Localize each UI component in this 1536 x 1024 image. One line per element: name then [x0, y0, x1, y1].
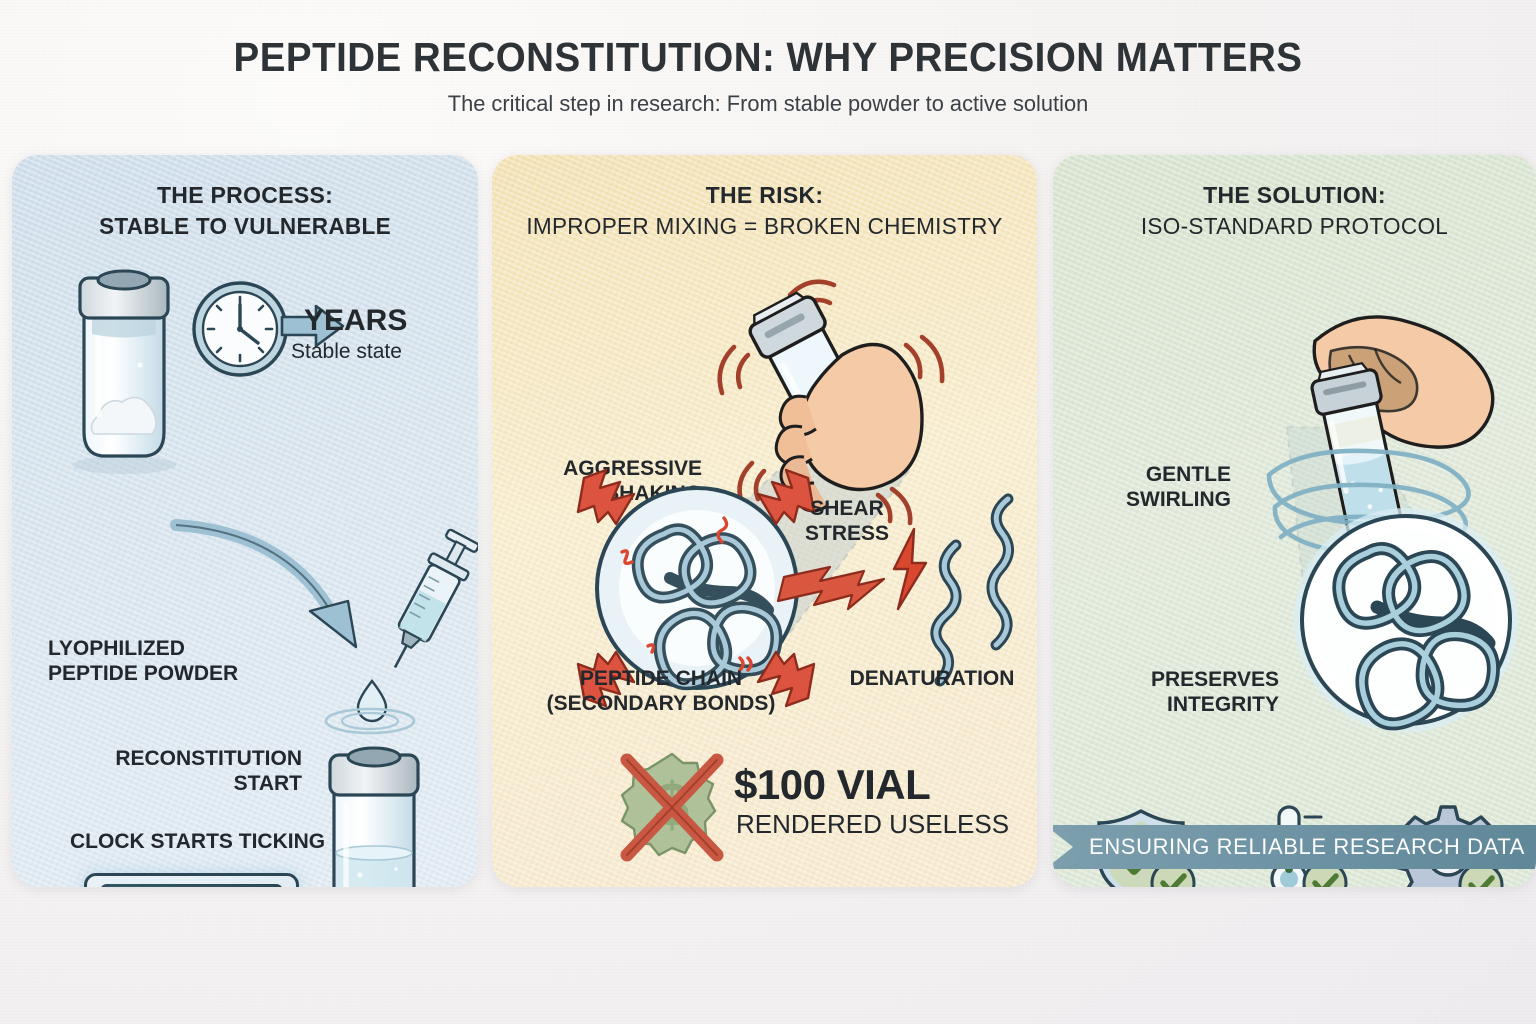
- syringe-icon: [393, 528, 478, 669]
- page-title: PEPTIDE RECONSTITUTION: WHY PRECISION MA…: [233, 34, 1303, 80]
- panel-solution-heading: THE SOLUTION: ISO-STANDARD PROTOCOL: [1053, 182, 1536, 240]
- peptide-chain-line2: (SECONDARY BONDS): [546, 691, 776, 715]
- panel-risk-heading-line2: IMPROPER MIXING = BROKEN CHEMISTRY: [526, 213, 1003, 239]
- panel-process-heading-line1: THE PROCESS:: [156, 182, 334, 208]
- shear-stress-label: SHEAR STRESS: [782, 497, 912, 547]
- reconstituted-vial-icon: [328, 746, 420, 887]
- preserves-integrity-line1: PRESERVES: [1151, 668, 1279, 691]
- solution-banner-text: ENSURING RELIABLE RESEARCH DATA: [1089, 834, 1525, 859]
- powder-label-line2: PEPTIDE POWDER: [48, 661, 239, 685]
- intact-peptide-knot-icon: [1294, 508, 1518, 732]
- reconstitution-label-line1: RECONSTITUTION: [115, 747, 302, 770]
- peptide-chain-line1: PEPTIDE CHAIN: [579, 667, 743, 690]
- gentle-swirl-hand-vial-icon: [1266, 315, 1495, 557]
- clock-caption: CLOCK STARTS TICKING: [70, 830, 326, 853]
- denaturation-label: DENATURATION: [849, 667, 1015, 690]
- preserves-integrity-label: PRESERVES INTEGRITY: [1063, 668, 1279, 718]
- process-flow-arrow-icon: [170, 519, 358, 649]
- analog-clock-icon: [192, 281, 288, 377]
- panel-solution-heading-line1: THE SOLUTION:: [1203, 182, 1386, 208]
- peptide-chain-stress-icon: [576, 468, 816, 708]
- shear-stress-line2: STRESS: [804, 521, 890, 545]
- panel-container: THE PROCESS: STABLE TO VULNERABLE: [0, 155, 1536, 890]
- preserves-integrity-line2: INTEGRITY: [1166, 692, 1279, 716]
- cost-sub-label: RENDERED USELESS: [736, 809, 1010, 839]
- droplet-ripple-icon: [324, 679, 416, 735]
- years-sub-label: Stable state: [291, 340, 402, 363]
- shaking-hand-vial-icon: [717, 279, 945, 526]
- solution-banner: ENSURING RELIABLE RESEARCH DATA: [1053, 825, 1536, 869]
- lcd-screen: 00:55: [100, 884, 283, 887]
- years-label: YEARS: [304, 304, 408, 337]
- lightning-bolt-icon: [892, 527, 928, 611]
- peptide-chain-label: PEPTIDE CHAIN (SECONDARY BONDS): [526, 667, 796, 717]
- powder-label-line1: LYOPHILIZED: [48, 637, 185, 660]
- panel-process-heading-line2: STABLE TO VULNERABLE: [99, 213, 391, 239]
- panel-risk-heading-line1: THE RISK:: [705, 182, 824, 208]
- shear-stress-line1: SHEAR: [810, 497, 884, 520]
- lyophilized-vial-icon: [72, 269, 176, 474]
- gentle-swirling-label: GENTLE SWIRLING: [1071, 463, 1231, 513]
- gentle-swirling-line1: GENTLE: [1145, 463, 1231, 486]
- panel-solution-heading-line2: ISO-STANDARD PROTOCOL: [1140, 213, 1449, 239]
- gentle-swirling-line2: SWIRLING: [1126, 487, 1231, 511]
- panel-risk: THE RISK: IMPROPER MIXING = BROKEN CHEMI…: [492, 155, 1037, 887]
- shear-arrow-icon: [776, 565, 886, 611]
- infographic-header: PEPTIDE RECONSTITUTION: WHY PRECISION MA…: [0, 34, 1536, 117]
- reconstitution-label: RECONSTITUTION START: [72, 747, 302, 797]
- powder-label: LYOPHILIZED PEPTIDE POWDER: [48, 637, 238, 687]
- page-subtitle: The critical step in research: From stab…: [447, 91, 1089, 116]
- panel-solution: THE SOLUTION: ISO-STANDARD PROTOCOL: [1053, 155, 1536, 887]
- money-crossed-out-icon: $: [620, 752, 724, 862]
- panel-process: THE PROCESS: STABLE TO VULNERABLE: [12, 155, 478, 887]
- years-arrow-icon: [280, 304, 345, 348]
- digital-clock-icon: 00:55: [84, 873, 299, 887]
- panel-risk-heading: THE RISK: IMPROPER MIXING = BROKEN CHEMI…: [492, 182, 1037, 240]
- denatured-strands-icon: [930, 493, 1014, 687]
- reconstitution-label-line2: START: [233, 771, 302, 795]
- panel-process-heading: THE PROCESS: STABLE TO VULNERABLE: [12, 182, 478, 240]
- cost-headline: $100 VIAL: [734, 761, 931, 808]
